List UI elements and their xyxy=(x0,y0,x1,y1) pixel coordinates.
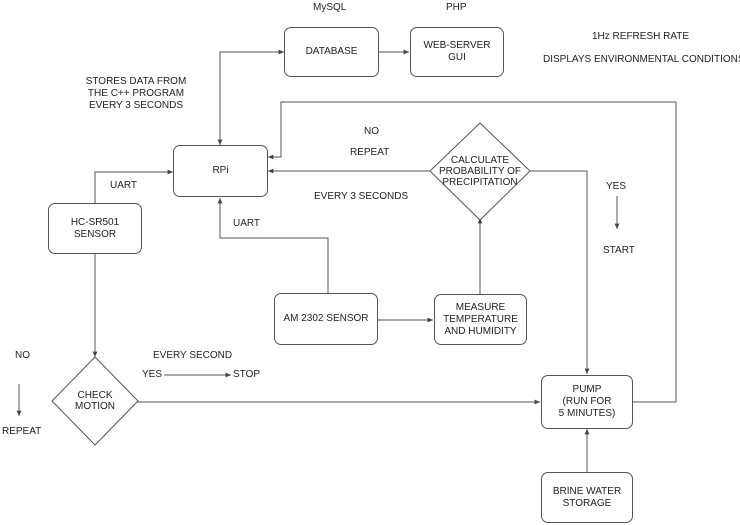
uart-left-label: UART xyxy=(110,180,138,191)
repeat-left-label: REPEAT xyxy=(2,426,42,437)
yes-right-label: YES xyxy=(606,181,627,192)
am2302-sensor-node: AM 2302 SENSOR xyxy=(274,293,378,345)
check-motion-decision: CHECK MOTION xyxy=(75,390,115,412)
am2302-rpi-connector xyxy=(217,198,329,293)
stop-label: STOP xyxy=(233,369,261,380)
brine-water-storage-node: BRINE WATER STORAGE xyxy=(541,472,633,523)
calculate-pump-connector xyxy=(530,170,590,374)
hc-sr501-sensor-node: HC-SR501 SENSOR xyxy=(48,203,142,254)
no-left-label: NO xyxy=(15,350,30,361)
pump-rpi-loop-connector xyxy=(268,101,677,403)
rpi-node: RPi xyxy=(173,145,268,197)
mysql-label: MySQL xyxy=(313,2,347,13)
hcsr501-rpi-connector xyxy=(94,169,173,203)
stores-data-label: STORES DATA FROM THE C++ PROGRAM EVERY 3… xyxy=(85,76,187,111)
refresh-rate-label: 1Hz REFRESH RATE xyxy=(592,31,690,42)
every-second-label: EVERY SECOND xyxy=(153,350,233,361)
check-motion-diamond-shape xyxy=(51,356,139,446)
pump-node: PUMP (RUN FOR 5 MINUTES) xyxy=(541,375,633,429)
no-top-label: NO xyxy=(364,126,379,137)
start-label: START xyxy=(603,245,635,256)
web-server-gui-node: WEB-SERVER GUI xyxy=(410,27,504,77)
php-label: PHP xyxy=(446,2,467,13)
database-node: DATABASE xyxy=(284,27,379,77)
repeat-top-label: REPEAT xyxy=(350,147,390,158)
calculate-precipitation-decision: CALCULATE PROBABILITY OF PRECIPITATION xyxy=(438,154,522,188)
rpi-database-connector xyxy=(217,49,284,145)
uart-bottom-label: UART xyxy=(233,218,261,229)
displays-conditions-label: DISPLAYS ENVIRONMENTAL CONDITIONS xyxy=(543,54,740,65)
yes-stop-yes-label: YES xyxy=(142,369,163,380)
every-3-seconds-label: EVERY 3 SECONDS xyxy=(314,191,409,202)
measure-temperature-humidity-node: MEASURE TEMPERATURE AND HUMIDITY xyxy=(434,294,527,345)
calculate-diamond-shape xyxy=(429,122,531,221)
